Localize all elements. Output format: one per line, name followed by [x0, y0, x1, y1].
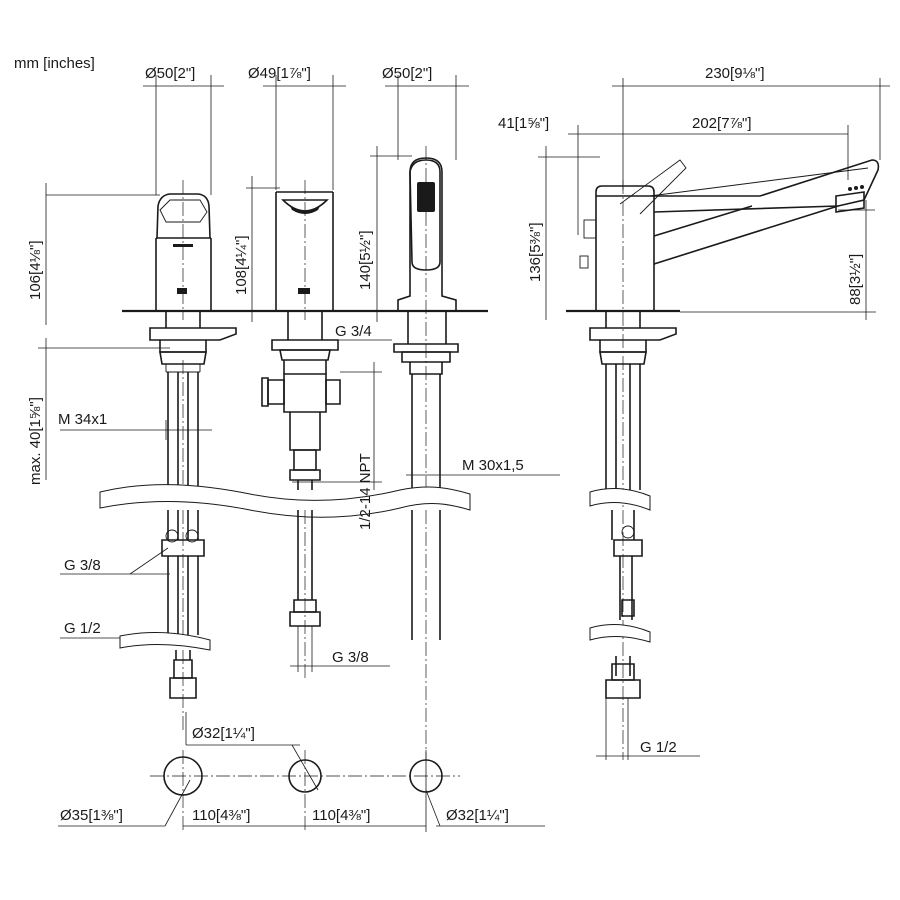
dim-diameter-49: Ø49[1⅞"] [248, 65, 311, 82]
dim-width-41: 41[1⅝"] [498, 115, 549, 132]
left-handle [60, 180, 237, 500]
hole-pattern: Ø32[1¼"] Ø35[1⅜"] 110[4⅜"] 110[4⅜"] Ø32[… [58, 712, 545, 832]
label-npt: 1/2-14 NPT [357, 453, 374, 530]
dim-width-230: 230[9⅛"] [705, 65, 765, 82]
dim-max-40: max. 40[1⅝"] [27, 397, 44, 485]
label-g-3-4: G 3/4 [335, 323, 372, 340]
dim-height-88: 88[3½"] [847, 254, 864, 305]
dim-spacing-110-b: 110[4⅜"] [312, 807, 370, 824]
dim-diameter-50-left: Ø50[2"] [145, 65, 195, 82]
label-g-3-8-left: G 3/8 [64, 557, 101, 574]
dim-height-108: 108[4¼"] [233, 235, 250, 295]
label-g-3-8-mid: G 3/8 [332, 649, 369, 666]
dim-diameter-32-top: Ø32[1¼"] [192, 725, 255, 742]
dim-width-202: 202[7⅞"] [692, 115, 752, 132]
label-g-1-2-left: G 1/2 [64, 620, 101, 637]
height-dims: 106[4⅛"] 108[4¼"] 140[5½"] 136[5⅜"] 88[3… [27, 146, 876, 485]
middle-valve [261, 180, 382, 490]
side-view-faucet [579, 159, 880, 760]
dim-height-106: 106[4⅛"] [27, 240, 44, 300]
label-m-34x1: M 34x1 [58, 411, 107, 428]
units-label: mm [inches] [14, 55, 95, 72]
dim-spacing-110-a: 110[4⅜"] [192, 807, 250, 824]
dim-diameter-50-spout: Ø50[2"] [382, 65, 432, 82]
side-view-top-dims: 230[9⅛"] 41[1⅝"] 202[7⅞"] [498, 65, 890, 235]
break-line [99, 484, 471, 518]
spout-front [393, 146, 560, 500]
lower-hoses [60, 510, 441, 760]
label-m-30x1-5: M 30x1,5 [462, 457, 524, 474]
dim-height-140: 140[5½"] [357, 230, 374, 290]
dim-height-136: 136[5⅜"] [527, 222, 544, 282]
label-g-1-2-right: G 1/2 [640, 739, 677, 756]
dim-diameter-35: Ø35[1⅜"] [60, 807, 123, 824]
top-diameter-dims: Ø50[2"] Ø49[1⅞"] Ø50[2"] [143, 65, 469, 195]
dim-diameter-32-right: Ø32[1¼"] [446, 807, 509, 824]
